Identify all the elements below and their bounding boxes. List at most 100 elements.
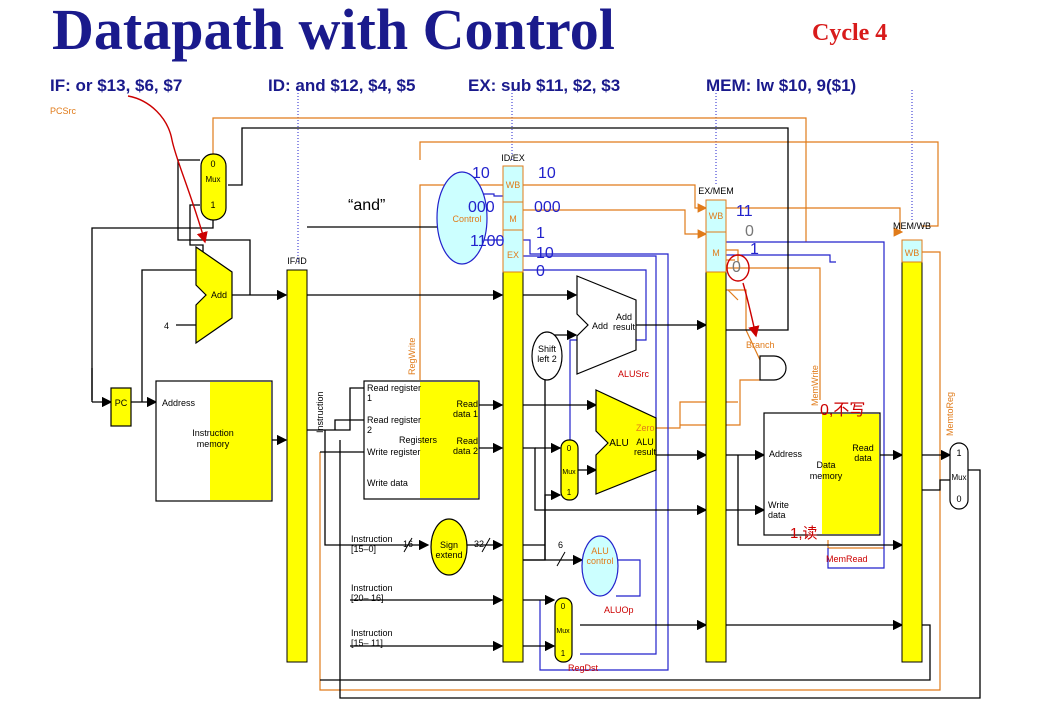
regdst-signal-label: RegDst bbox=[568, 663, 599, 673]
memtoreg-mux: 1 0 Mux bbox=[949, 442, 969, 510]
mem-wb-wb-field: WB bbox=[905, 248, 920, 258]
id-out-ex-1-value: 1 bbox=[536, 225, 545, 242]
stage-id-label: ID: and $12, $4, $5 bbox=[268, 76, 416, 95]
alu-label: ALU bbox=[609, 438, 628, 449]
read-data-1-label: Read data 1 bbox=[452, 399, 478, 419]
id-out-m-value: 000 bbox=[534, 199, 561, 216]
id-ex-m-field: M bbox=[509, 214, 517, 224]
memread-signal-label: MemRead bbox=[826, 554, 868, 564]
register-file: Read register 1 Read register 2 Write re… bbox=[363, 380, 480, 500]
instr-20-16-label: Instruction [20– 16] bbox=[351, 583, 393, 603]
dmem-address-label: Address bbox=[769, 449, 803, 459]
bits-16-label: 16 bbox=[403, 539, 413, 549]
alusrc-mux-label: Mux bbox=[562, 469, 576, 476]
alusrc-mux-1: 1 bbox=[567, 488, 572, 497]
id-out-ex-3-value: 0 bbox=[536, 263, 545, 280]
ex-mem-wb-field: WB bbox=[709, 211, 724, 221]
alu-control: ALU control 6 bbox=[556, 535, 619, 597]
const-four: 4 bbox=[164, 321, 169, 331]
dmem-label: Data memory bbox=[809, 460, 843, 481]
sign-extend-label: Sign extend bbox=[435, 540, 463, 560]
pc-mux-label: Mux bbox=[205, 175, 220, 184]
alusrc-mux: 0 1 Mux bbox=[560, 439, 579, 501]
memwrite-signal-label: MemWrite bbox=[810, 365, 820, 406]
id-ex-register: WB M EX ID/EX bbox=[501, 153, 525, 663]
exmem-wb-value: 11 bbox=[736, 203, 753, 220]
dmem-write-data-label: Write data bbox=[768, 500, 789, 520]
data-memory: Address Data memory Read data Write data bbox=[763, 412, 881, 536]
branch-adder-add-label: Add bbox=[592, 321, 608, 331]
datapath-wires bbox=[91, 127, 981, 699]
if-id-register: IF/ID Instruction bbox=[286, 256, 325, 663]
pcsrc-signal-label: PCSrc bbox=[50, 106, 77, 116]
aluop-signal-label: ALUOp bbox=[604, 605, 634, 615]
stage-ex-label: EX: sub $11, $2, $3 bbox=[468, 76, 621, 95]
regwrite-signal-label: RegWrite bbox=[407, 338, 417, 375]
branch-signal-label: Branch bbox=[746, 340, 775, 350]
regdst-mux-0: 0 bbox=[561, 602, 566, 611]
alu-result-label: ALU result bbox=[633, 437, 656, 457]
stage-if-label: IF: or $13, $6, $7 bbox=[50, 76, 183, 95]
ex-mem-register: WB M EX/MEM bbox=[698, 186, 734, 663]
read-register-2-label: Read register 2 bbox=[367, 415, 422, 435]
stage-mem-label: MEM: lw $10, 9($1) bbox=[706, 76, 857, 95]
memtoreg-mux-0: 0 bbox=[956, 494, 961, 504]
shift-left-2-label: Shift left 2 bbox=[537, 344, 557, 364]
pc-mux-0: 0 bbox=[210, 159, 215, 169]
ex-mem-label: EX/MEM bbox=[698, 186, 734, 196]
id-out-ex-2-value: 10 bbox=[536, 245, 554, 262]
handwritten-annotations bbox=[127, 95, 760, 338]
if-id-instruction-label: Instruction bbox=[315, 391, 325, 433]
write-register-label: Write register bbox=[367, 447, 421, 457]
bits-32-label: 32 bbox=[474, 539, 484, 549]
alu-control-label: ALU control bbox=[586, 546, 614, 566]
mem-read-note: 0,不写 bbox=[820, 402, 865, 419]
alu-zero-label: Zero bbox=[636, 423, 655, 433]
memtoreg-mux-label: Mux bbox=[951, 473, 966, 482]
ex-mem-m-field: M bbox=[712, 248, 720, 258]
imem-address-label: Address bbox=[162, 398, 196, 408]
exmem-m-3-value: 0 bbox=[732, 259, 741, 276]
write-data-label: Write data bbox=[367, 478, 408, 488]
branch-and-gate bbox=[759, 355, 787, 381]
id-in-m-value: 000 bbox=[468, 199, 495, 216]
id-in-wb-value: 10 bbox=[472, 165, 490, 182]
alu: ALU ALU result Zero bbox=[595, 389, 657, 495]
sign-extend: Sign extend 16 32 bbox=[403, 518, 491, 576]
memtoreg-signal-label: MemtoReg bbox=[945, 392, 955, 436]
branch-adder: Add Add result bbox=[576, 275, 637, 375]
pc-mux-1: 1 bbox=[210, 200, 215, 210]
imem-label: Instruction memory bbox=[192, 428, 234, 449]
id-ex-wb-field: WB bbox=[506, 180, 521, 190]
instr-15-11-label: Instruction [15– 11] bbox=[351, 628, 393, 648]
dmem-read-data-label: Read data bbox=[852, 443, 874, 463]
instruction-name-label: “and” bbox=[348, 197, 385, 214]
read-data-2-label: Read data 2 bbox=[452, 436, 478, 456]
shift-left-2: Shift left 2 bbox=[531, 331, 563, 381]
pc-adder-label: Add bbox=[211, 290, 227, 300]
id-ex-label: ID/EX bbox=[501, 153, 525, 163]
mem-write-note: 1,读 bbox=[790, 525, 818, 542]
control-values: 10 000 1100 10 000 1 10 0 11 0 1 0 bbox=[468, 165, 759, 280]
pc-adder: Add bbox=[195, 245, 233, 345]
exmem-m-1-value: 0 bbox=[745, 223, 754, 240]
alusrc-mux-0: 0 bbox=[567, 444, 572, 453]
registers-label: Registers bbox=[399, 435, 438, 445]
id-in-ex-value: 1100 bbox=[470, 233, 505, 250]
alusrc-signal-label: ALUSrc bbox=[618, 369, 650, 379]
pc-mux: 0 1 Mux bbox=[200, 153, 227, 221]
regdst-mux-label: Mux bbox=[556, 628, 570, 635]
mem-wb-label: MEM/WB bbox=[893, 221, 931, 231]
memtoreg-mux-1: 1 bbox=[956, 448, 961, 458]
control-label: Control bbox=[452, 214, 481, 224]
regdst-mux-1: 1 bbox=[561, 649, 566, 658]
cycle-label: Cycle 4 bbox=[812, 20, 888, 46]
page-title: Datapath with Control bbox=[52, 0, 615, 62]
regdst-mux: 0 1 Mux bbox=[554, 597, 573, 663]
read-register-1-label: Read register 1 bbox=[367, 383, 422, 403]
bits-6-label: 6 bbox=[558, 540, 563, 550]
id-ex-ex-field: EX bbox=[507, 250, 519, 260]
control-unit: Control bbox=[436, 171, 488, 265]
pc-label: PC bbox=[115, 398, 128, 408]
